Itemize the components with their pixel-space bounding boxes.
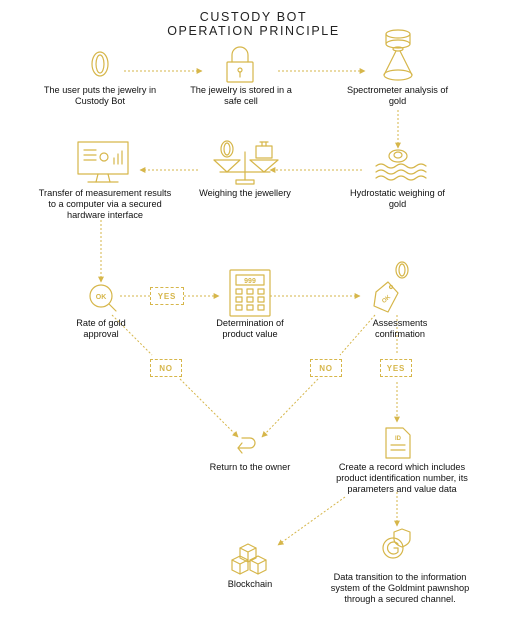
- step-spectrometer: Spectrometer analysis of gold: [346, 85, 449, 106]
- arrow-no-left-to-return: [179, 378, 239, 438]
- step-safe-cell: The jewelry is stored in a safe cell: [190, 85, 292, 106]
- step-weighing: Weighing the jewellery: [199, 188, 291, 198]
- calc-display-text: 999: [244, 278, 256, 285]
- arrow-record-to-blockchain: [277, 496, 346, 546]
- spectrometer-icon: [383, 29, 413, 81]
- no-badge-left: NO: [150, 359, 182, 377]
- step-rate-approval: Rate of gold approval: [76, 318, 126, 339]
- scales-icon: [213, 140, 279, 185]
- step-assessments: Assessments confirmation: [372, 318, 428, 339]
- step-blockchain: Blockchain: [227, 579, 273, 589]
- arrow-no-right-to-return: [261, 378, 319, 438]
- yes-badge-2: YES: [380, 359, 412, 377]
- step-return-owner: Return to the owner: [209, 462, 291, 472]
- return-arrow-icon: [237, 437, 256, 454]
- ok-icon-text: OK: [96, 294, 107, 301]
- line-rate-to-no: [111, 314, 153, 356]
- step-create-record: Create a record which includes product i…: [336, 462, 468, 494]
- goldmint-shield-icon: [382, 528, 411, 559]
- no-badge-right: NO: [310, 359, 342, 377]
- document-id-icon: [385, 427, 411, 459]
- diagram-subtitle: OPERATION PRINCIPLE: [167, 24, 340, 38]
- blockchain-cubes-icon: [231, 543, 267, 575]
- id-icon-text: ID: [395, 436, 402, 442]
- step-product-value: Determination of product value: [216, 318, 284, 339]
- step-hydrostatic: Hydrostatic weighing of gold: [350, 188, 445, 209]
- calculator-icon: [229, 269, 271, 317]
- lock-icon: [226, 46, 254, 83]
- tag-ok-text: OK: [381, 294, 392, 305]
- magnifier-ok-icon: [89, 284, 117, 312]
- step-transfer: Transfer of measurement results to a com…: [38, 188, 172, 220]
- computer-icon: [77, 141, 129, 183]
- hydrostatic-icon: [375, 149, 427, 181]
- step-data-transition: Data transition to the information syste…: [330, 572, 470, 604]
- step-user-puts: The user puts the jewelry in Custody Bot: [43, 85, 157, 106]
- tag-ring-icon: [373, 261, 409, 313]
- line-assess-to-no: [339, 314, 376, 356]
- yes-badge: YES: [150, 287, 184, 305]
- ring-icon: [91, 51, 109, 77]
- diagram-title: CUSTODY BOT: [199, 10, 308, 24]
